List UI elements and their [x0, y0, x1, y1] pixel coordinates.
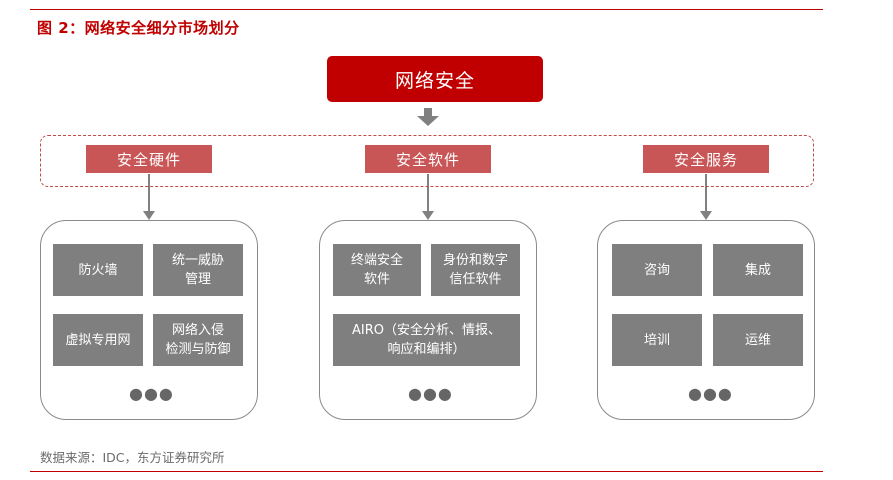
hardware-down-arrow-icon: [143, 174, 155, 220]
service-item-training: 培训: [612, 314, 702, 366]
software-item-identity: 身份和数字 信任软件: [431, 244, 520, 296]
service-down-arrow-icon: [700, 174, 712, 220]
software-more-dots: ●●●: [408, 384, 453, 403]
category-hardware: 安全硬件: [86, 145, 212, 173]
category-band: [40, 135, 814, 187]
software-item-airo: AIRO（安全分析、情报、 响应和编排）: [333, 314, 520, 366]
category-software: 安全软件: [365, 145, 491, 173]
service-item-operations: 运维: [713, 314, 803, 366]
service-more-dots: ●●●: [688, 384, 733, 403]
figure-title: 图 2：网络安全细分市场划分: [37, 19, 240, 37]
hardware-more-dots: ●●●: [129, 384, 174, 403]
source-note: 数据来源：IDC，东方证券研究所: [40, 450, 225, 465]
software-item-endpoint: 终端安全 软件: [333, 244, 421, 296]
hardware-item-ids-ips: 网络入侵 检测与防御: [153, 314, 243, 366]
service-item-integration: 集成: [713, 244, 803, 296]
hardware-item-vpn: 虚拟专用网: [53, 314, 143, 366]
hardware-item-firewall: 防火墙: [53, 244, 143, 296]
root-node: 网络安全: [327, 56, 543, 102]
service-item-consulting: 咨询: [612, 244, 702, 296]
software-down-arrow-icon: [422, 174, 434, 220]
category-service: 安全服务: [643, 145, 769, 173]
bottom-rule: [30, 471, 823, 472]
top-rule: [30, 9, 823, 10]
hardware-item-utm: 统一威胁 管理: [153, 244, 243, 296]
root-down-arrow-icon: [417, 108, 439, 126]
